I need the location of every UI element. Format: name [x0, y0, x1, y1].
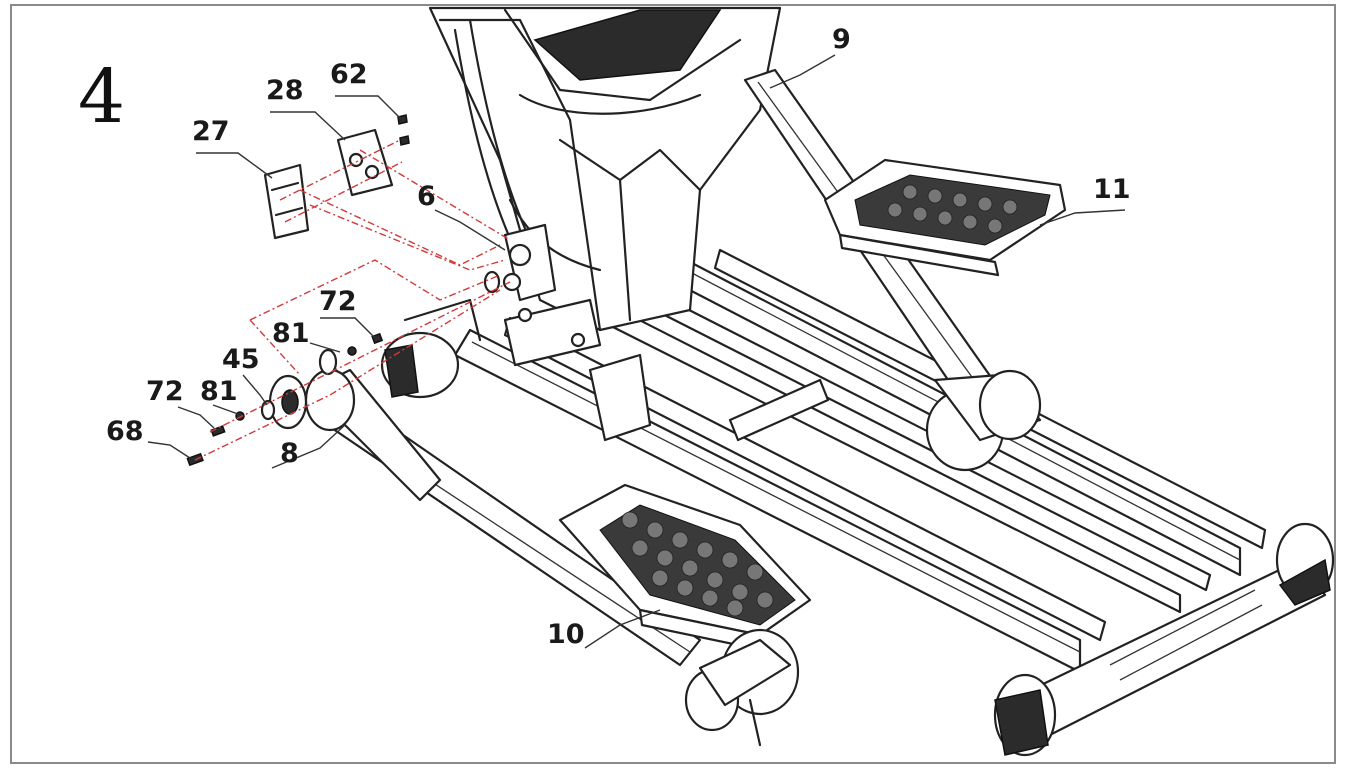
callout-28: 28 [266, 75, 304, 106]
left-pedal-grip-pattern [621, 511, 774, 617]
callout-6: 6 [417, 181, 436, 212]
callout-62: 62 [330, 59, 368, 90]
left-arm-and-pedal [268, 368, 812, 747]
callout-81-lower: 81 [200, 376, 238, 407]
callout-11: 11 [1093, 174, 1131, 205]
assembly-guide-lines [194, 139, 511, 461]
callout-72-upper: 72 [319, 286, 357, 317]
step-label: 4 [78, 54, 125, 140]
callout-10: 10 [547, 619, 585, 650]
main-body [428, 6, 782, 367]
base-frame [380, 248, 1335, 757]
leader-lines [147, 54, 1126, 649]
callout-81-upper: 81 [272, 318, 310, 349]
callout-72-lower: 72 [146, 376, 184, 407]
callout-labels: 62 28 27 9 6 11 72 81 45 72 81 68 8 10 [106, 24, 1131, 650]
right-arm-and-pedal [743, 68, 1067, 472]
callout-9: 9 [832, 24, 851, 55]
callout-68: 68 [106, 416, 144, 447]
callout-8: 8 [280, 438, 299, 469]
callout-27: 27 [192, 116, 230, 147]
callout-45: 45 [222, 344, 260, 375]
exploded-hardware [186, 114, 501, 467]
right-pedal-grip-pattern [887, 184, 1018, 234]
step-number: 4 [78, 54, 125, 140]
diagram-frame [10, 4, 1336, 764]
